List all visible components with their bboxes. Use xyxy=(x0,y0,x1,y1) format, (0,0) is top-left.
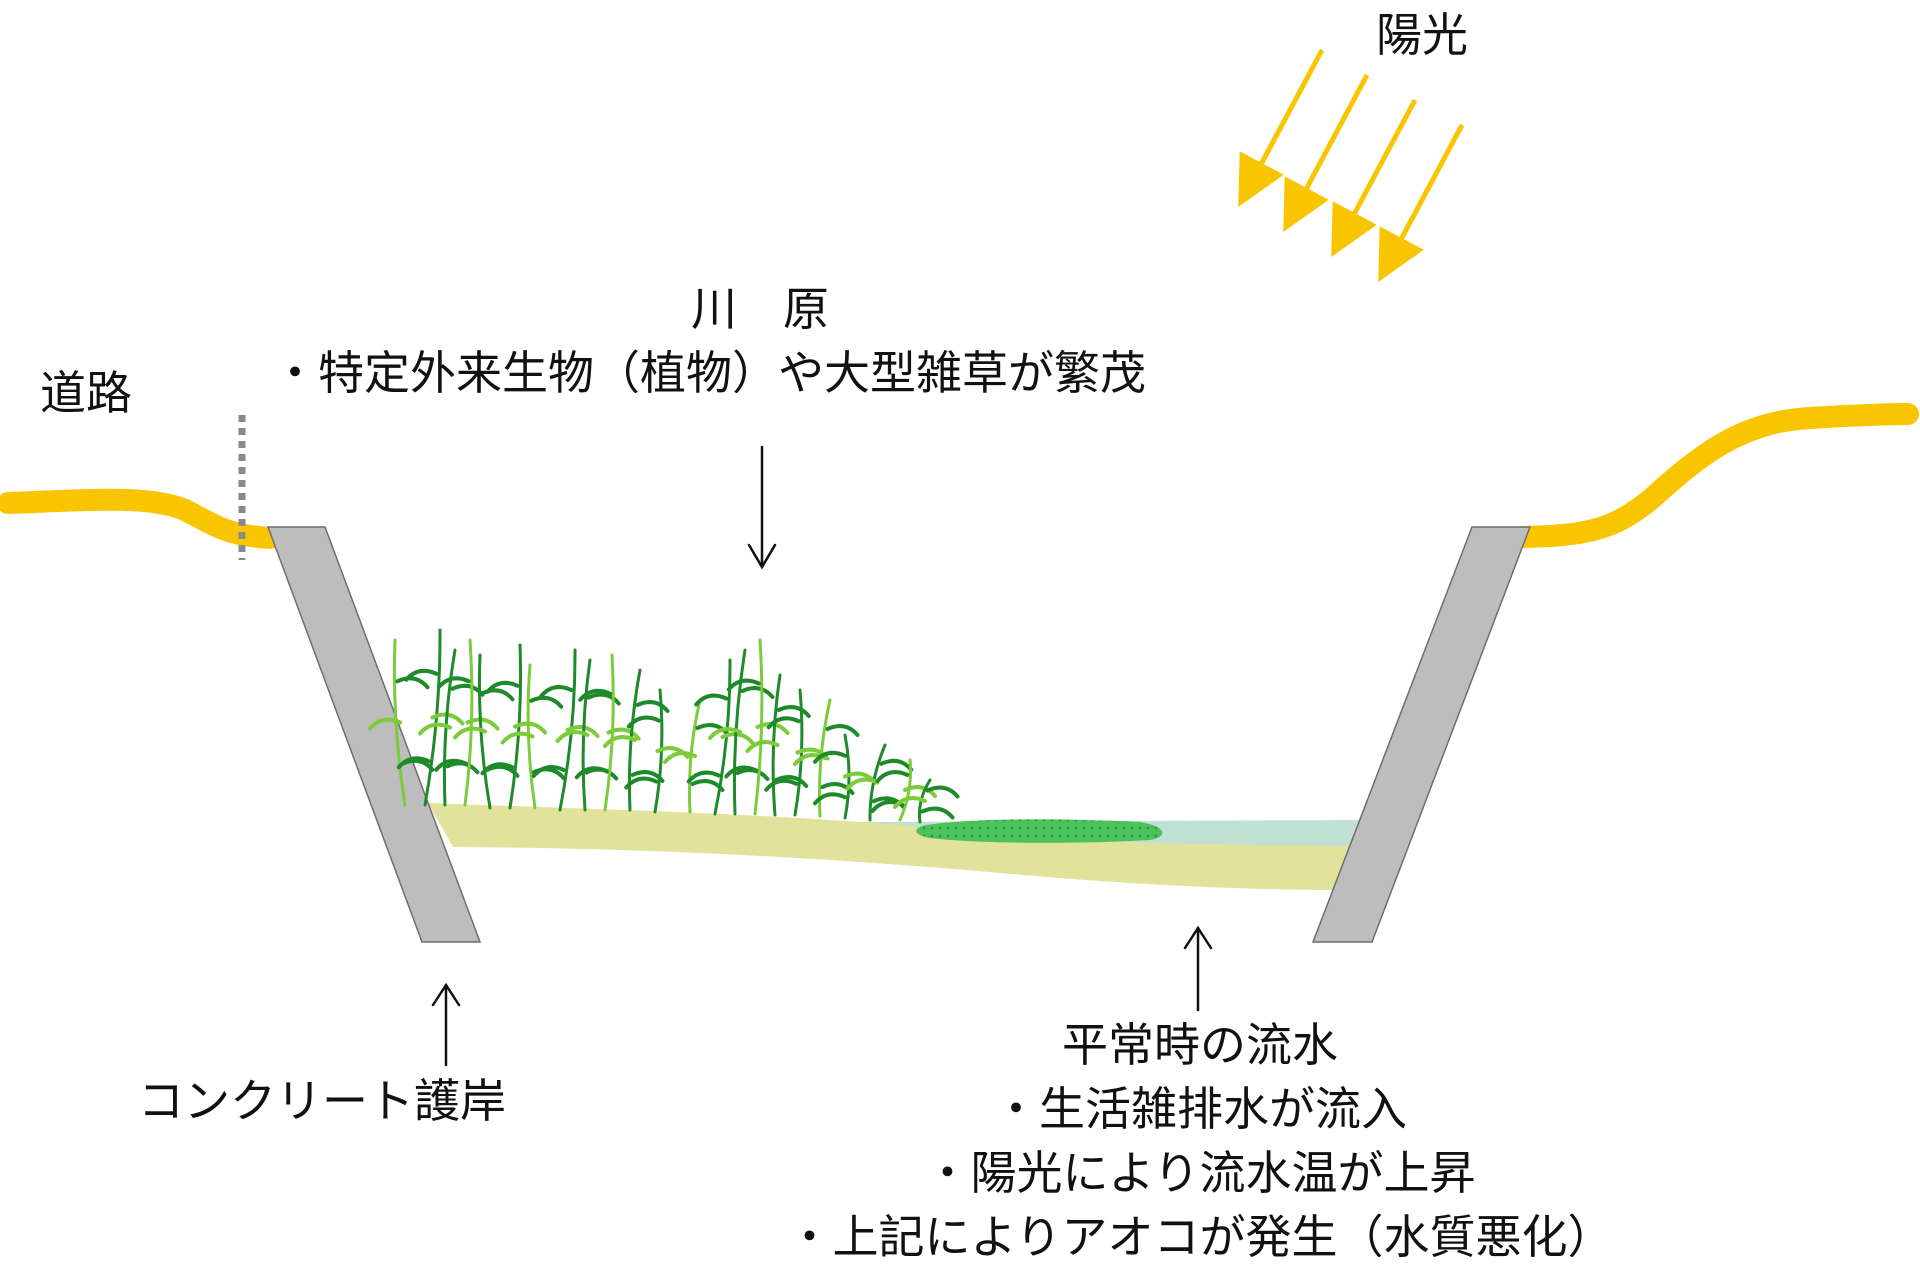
grass-leaf xyxy=(603,735,637,748)
grass-leaf xyxy=(480,762,515,776)
road-right xyxy=(1511,403,1919,548)
grass-leaf xyxy=(574,766,609,780)
grass-leaf xyxy=(529,695,564,709)
grass-leaf xyxy=(578,688,613,702)
grass-leaf xyxy=(903,785,937,798)
grass-leaf xyxy=(724,765,759,779)
grass-leaf xyxy=(774,775,809,788)
grass-leaf xyxy=(453,726,487,740)
grass-leaf xyxy=(879,758,914,772)
grass-leaf xyxy=(663,751,697,764)
concrete-revetment-right xyxy=(1311,526,1532,943)
annotation-arrows xyxy=(431,445,1213,1067)
grass-leaf xyxy=(825,724,860,737)
water-note-3: ・上記によりアオコが発生（水質悪化） xyxy=(786,1210,1614,1264)
grass-leaf xyxy=(396,756,431,770)
sun-ray-icon xyxy=(1378,123,1465,283)
grass-leaf xyxy=(925,785,960,799)
sunlight-label: 陽光 xyxy=(1376,8,1468,62)
vegetation-icon xyxy=(368,628,960,824)
grass-leaf xyxy=(555,730,590,743)
grass-leaf xyxy=(813,792,847,806)
grass-leaf xyxy=(500,731,535,745)
grass-leaf xyxy=(694,693,729,707)
grass-leaf xyxy=(465,717,500,731)
grass-leaf xyxy=(395,676,430,690)
algae-patch-icon xyxy=(916,819,1163,843)
road-label: 道路 xyxy=(40,366,132,420)
sun-ray-icon xyxy=(1283,73,1370,233)
grass-leaf xyxy=(708,727,742,740)
riverbed-title: 川 原 xyxy=(691,282,829,336)
grass-leaf xyxy=(813,750,847,764)
road-left xyxy=(0,488,281,549)
water-note-2: ・陽光により流水温が上昇 xyxy=(924,1146,1476,1200)
grass-leaf xyxy=(480,688,515,702)
grass-leaf xyxy=(586,692,621,706)
revetment-label: コンクリート護岸 xyxy=(138,1074,506,1128)
grass-leaf xyxy=(920,806,955,820)
grass-leaf xyxy=(845,777,880,791)
grass-leaf xyxy=(606,727,641,741)
sunlight-arrows-icon xyxy=(1238,48,1465,283)
sun-ray-icon xyxy=(1238,48,1325,208)
grass-leaf xyxy=(436,676,471,690)
grass-leaf xyxy=(735,768,770,781)
grass-leaf xyxy=(635,700,670,713)
grass-leaf xyxy=(430,712,465,726)
water-note-1: ・生活雑排水が流入 xyxy=(993,1082,1407,1136)
grass-leaf xyxy=(485,680,520,694)
grass-leaf xyxy=(745,740,780,753)
grass-leaf xyxy=(766,716,801,730)
grass-leaf xyxy=(695,723,730,736)
grass-leaf xyxy=(740,686,775,699)
up-arrow-icon xyxy=(1183,925,1213,1012)
grass-leaf xyxy=(434,758,469,772)
grass-leaf xyxy=(624,776,659,790)
grass-leaf xyxy=(531,765,566,778)
grass-leaf xyxy=(404,668,439,682)
water-title: 平常時の流水 xyxy=(1062,1018,1338,1072)
grass-leaf xyxy=(720,732,755,745)
grass-leaf xyxy=(820,782,855,795)
riverbed-note: ・特定外来生物（植物）や大型雑草が繁茂 xyxy=(272,346,1146,400)
grass-leaf xyxy=(875,770,910,783)
grass-leaf xyxy=(513,721,547,735)
grass-leaf xyxy=(445,761,480,775)
grass-leaf xyxy=(764,778,799,792)
grass-leaf xyxy=(368,717,402,731)
grass-leaf xyxy=(726,678,761,692)
concrete-revetment-left xyxy=(266,526,482,943)
up-arrow-icon xyxy=(431,982,461,1067)
grass-leaf xyxy=(690,779,725,792)
down-arrow-icon xyxy=(747,445,777,570)
sun-ray-icon xyxy=(1331,98,1418,258)
grass-leaf xyxy=(626,715,661,729)
grass-leaf xyxy=(776,705,811,718)
grass-leaf xyxy=(686,770,721,784)
riverbed-soil xyxy=(428,803,1352,890)
grass-leaf xyxy=(418,722,452,736)
grass-leaf xyxy=(539,685,574,698)
grass-leaf xyxy=(893,796,927,809)
